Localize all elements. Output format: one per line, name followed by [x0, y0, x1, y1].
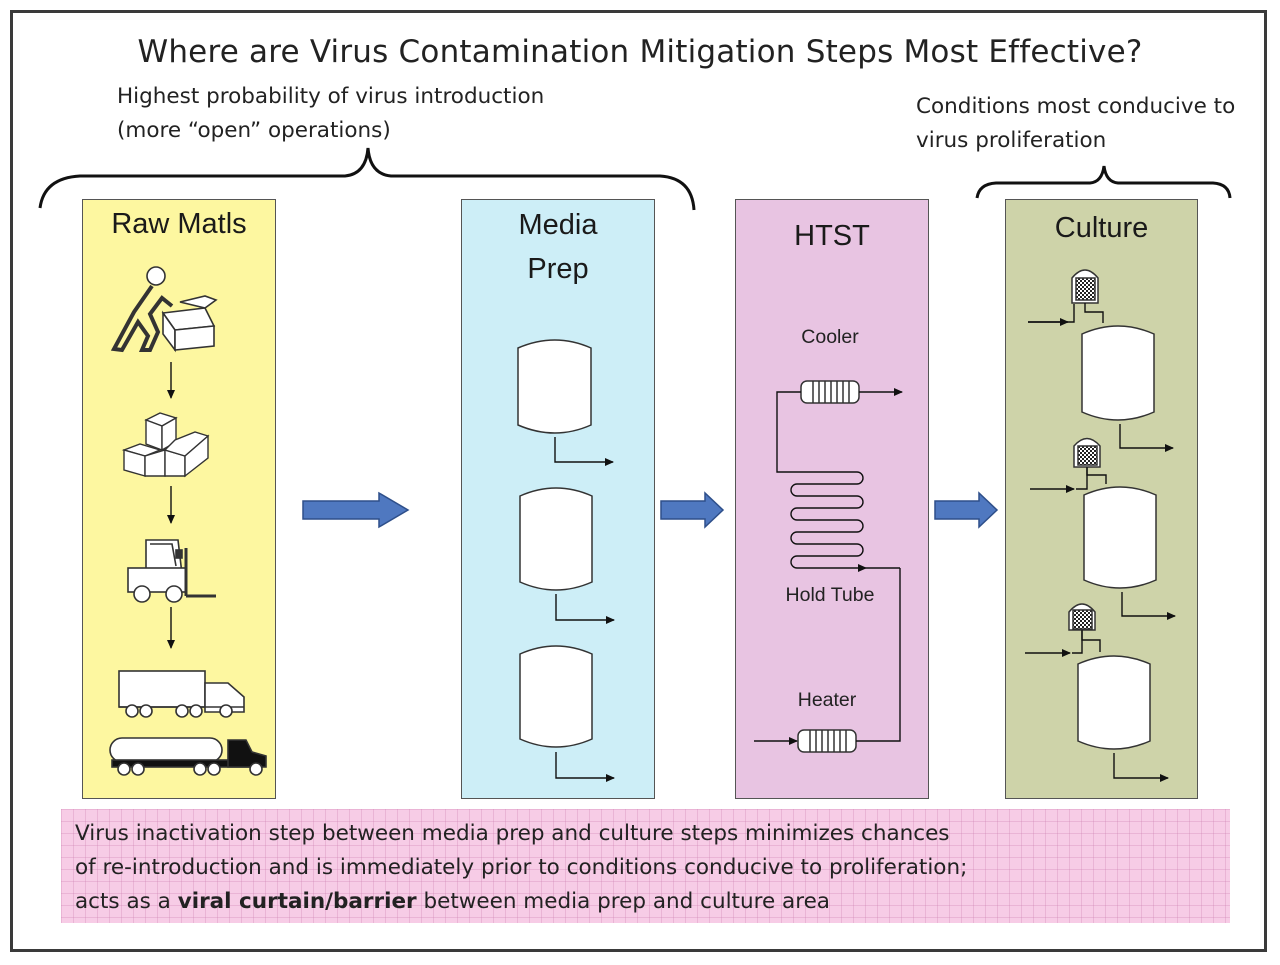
culture-filters — [1068, 269, 1101, 631]
media-tank-2 — [519, 487, 593, 591]
conclusion-box: Virus inactivation step between media pr… — [61, 809, 1230, 923]
media-tank-1 — [517, 339, 592, 434]
conclusion-line-3: acts as a viral curtain/barrier between … — [75, 885, 830, 919]
conclusion-line-3-end: between media prep and culture area — [416, 889, 830, 914]
proliferation-note: Conditions most conducive to virus proli… — [916, 90, 1235, 158]
flow-arrow-htst-to-culture — [934, 491, 999, 529]
flow-arrow-media-to-htst — [660, 491, 725, 529]
heater-label: Heater — [797, 689, 857, 711]
proliferation-note-line-1: Conditions most conducive to — [916, 94, 1236, 119]
culture-title: Culture — [1054, 212, 1149, 244]
figure-frame — [10, 10, 1267, 952]
introduction-brace — [38, 147, 696, 211]
htst-title: HTST — [794, 220, 870, 252]
proliferation-note-line-2: virus proliferation — [916, 128, 1107, 153]
figure-title: Where are Virus Contamination Mitigation… — [137, 34, 1143, 70]
culture-tank-3 — [1077, 655, 1151, 750]
cooler-heat-exchanger — [800, 380, 860, 404]
flow-arrow-raw-to-media — [302, 491, 410, 529]
culture-tank-1 — [1081, 325, 1155, 421]
stacked-boxes-icon — [121, 412, 210, 478]
media-outlet-lines — [554, 437, 615, 782]
htst-piping — [754, 388, 903, 745]
media-prep-title-line-2: Prep — [527, 253, 589, 285]
conclusion-line-1: Virus inactivation step between media pr… — [75, 821, 950, 846]
box-truck-icon — [118, 670, 245, 718]
introduction-note: Highest probability of virus introductio… — [117, 80, 544, 148]
raw-materials-title: Raw Matls — [111, 208, 247, 240]
worker-with-box-icon — [110, 266, 218, 353]
tanker-truck-icon — [109, 737, 267, 776]
heater-heat-exchanger — [797, 729, 857, 753]
culture-piping — [1025, 303, 1176, 782]
viral-curtain-emphasis: viral curtain/barrier — [177, 889, 417, 914]
conclusion-line-3-start: acts as a — [75, 889, 178, 914]
culture-tank-2 — [1083, 486, 1157, 589]
introduction-note-line-1: Highest probability of virus introductio… — [117, 84, 545, 109]
proliferation-brace — [975, 165, 1232, 199]
conclusion-line-2: of re-introduction and is immediately pr… — [75, 855, 968, 880]
cooler-label: Cooler — [801, 326, 859, 348]
culture-vessels — [1077, 325, 1157, 750]
introduction-note-line-2: (more “open” operations) — [117, 118, 391, 143]
forklift-icon — [127, 539, 216, 603]
media-prep-title-line-1: Media — [518, 209, 598, 241]
media-tank-3 — [519, 645, 593, 748]
hold-tube-label: Hold Tube — [785, 584, 875, 606]
media-prep-tanks — [517, 339, 593, 748]
htst-panel: HTST — [735, 199, 929, 799]
